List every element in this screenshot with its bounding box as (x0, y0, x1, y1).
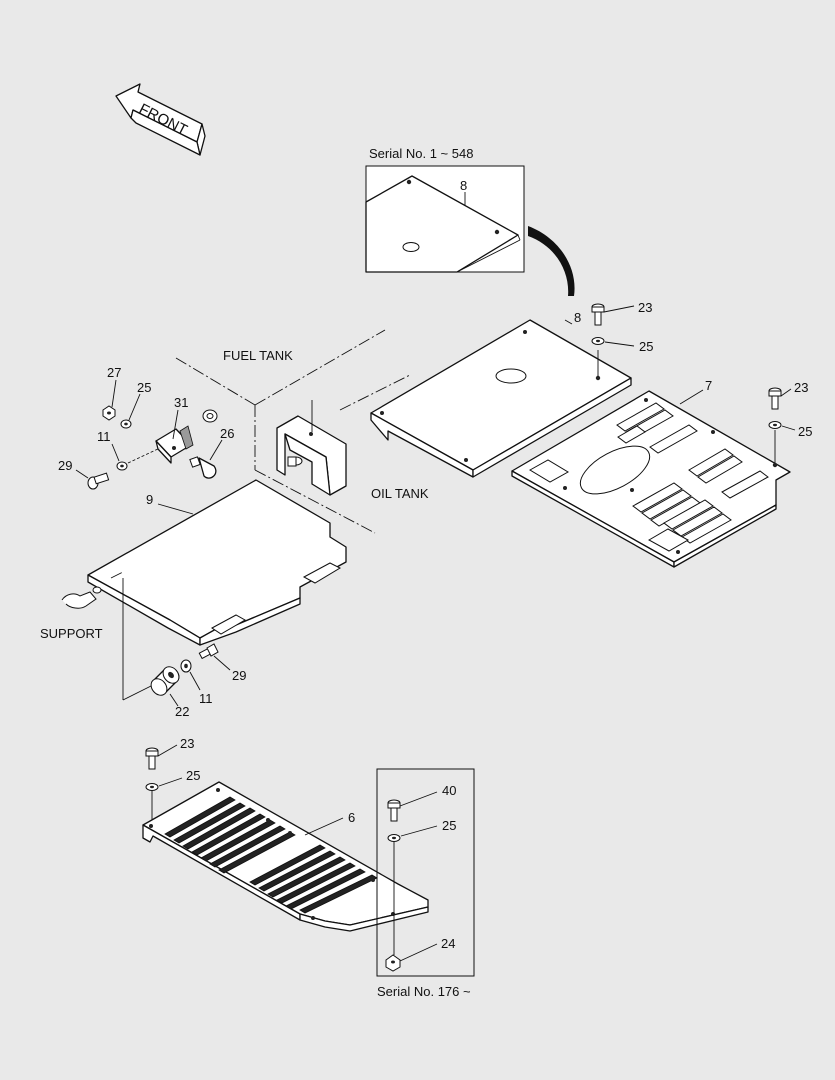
callout-6: 6 (348, 810, 355, 825)
washer-25-e: 25 (387, 818, 456, 842)
support-label: SUPPORT (40, 626, 103, 641)
nut-24: 24 (385, 936, 455, 972)
front-arrow-icon: FRONT (115, 83, 206, 156)
serial-bottom-caption: Serial No. 176 ~ (377, 984, 471, 999)
callout-7: 7 (705, 378, 712, 393)
tank-guide-lines (175, 329, 411, 534)
oil-tank-bracket (276, 400, 347, 496)
serial-inset-bottom: Serial No. 176 ~ 40 25 24 (376, 768, 475, 999)
inset-connector-arrow (528, 226, 575, 296)
collar-22: 22 (150, 666, 189, 719)
part-7-vented-plate: 7 (511, 378, 791, 568)
bolt-23-c: 23 (145, 736, 194, 770)
bolt-29-b: 29 (198, 643, 246, 683)
ring-part (202, 409, 218, 423)
callout-40: 40 (442, 783, 456, 798)
callout-24: 24 (441, 936, 455, 951)
callout-22: 22 (175, 704, 189, 719)
support-stub: SUPPORT (40, 591, 103, 641)
callout-31: 31 (174, 395, 188, 410)
washer-11-a: 11 (97, 429, 161, 471)
knob-26: 26 (189, 426, 234, 479)
callout-27: 27 (107, 365, 121, 380)
serial-top-caption: Serial No. 1 ~ 548 (369, 146, 473, 161)
washer-25-a: 25 (591, 337, 653, 354)
bolt-40: 40 (387, 783, 456, 822)
callout-25-c: 25 (137, 380, 151, 395)
callout-23-b: 23 (794, 380, 808, 395)
callout-11-a: 11 (97, 429, 111, 444)
callout-23-a: 23 (638, 300, 652, 315)
part-6-step-plate: 6 (142, 781, 429, 932)
serial-inset-top: Serial No. 1 ~ 548 8 (365, 146, 525, 273)
callout-8-inset: 8 (460, 178, 467, 193)
callout-25-a: 25 (639, 339, 653, 354)
washer-11-b: 11 (180, 659, 213, 706)
callout-25-e: 25 (442, 818, 456, 833)
part-8-plate: 8 (370, 310, 632, 478)
callout-8-main: 8 (574, 310, 581, 325)
part-9-plate: 9 (87, 479, 347, 701)
callout-9: 9 (146, 492, 153, 507)
bolt-29-a: 29 (58, 458, 110, 490)
callout-23-c: 23 (180, 736, 194, 751)
callout-25-b: 25 (798, 424, 812, 439)
fuel-tank-label: FUEL TANK (223, 348, 293, 363)
latch-plate-31: 31 (155, 395, 194, 464)
callout-29-a: 29 (58, 458, 72, 473)
tread-pattern (164, 796, 378, 914)
washer-25-d: 25 (145, 768, 200, 824)
callout-29-b: 29 (232, 668, 246, 683)
callout-26: 26 (220, 426, 234, 441)
bolt-23-a: 23 (591, 300, 652, 326)
nut-27: 27 (102, 365, 121, 421)
washer-25-b: 25 (768, 421, 812, 439)
callout-11-b: 11 (199, 691, 213, 706)
callout-25-d: 25 (186, 768, 200, 783)
oil-tank-label: OIL TANK (371, 486, 429, 501)
vent-slots (529, 402, 769, 552)
washer-25-c: 25 (120, 380, 151, 429)
bolt-23-b: 23 (768, 380, 808, 410)
